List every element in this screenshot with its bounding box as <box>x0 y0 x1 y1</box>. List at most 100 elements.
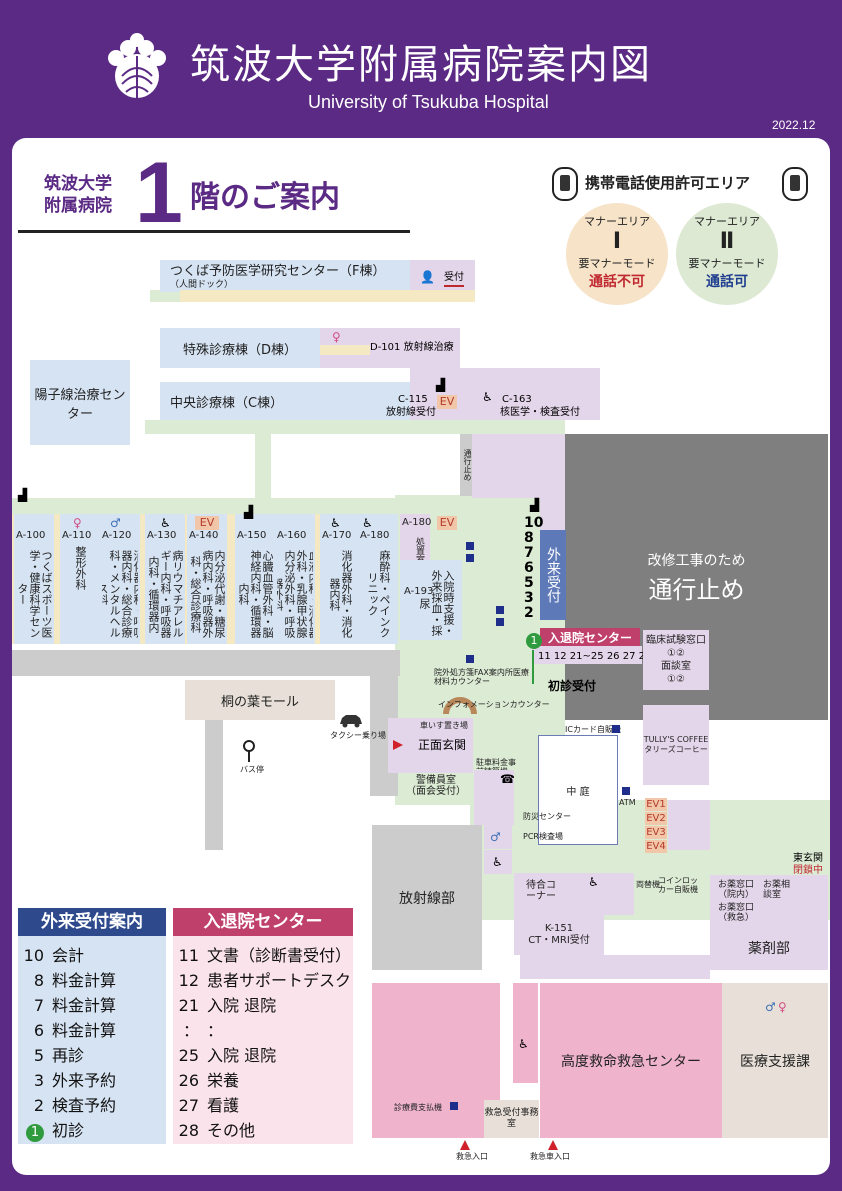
taxi-label: タクシー乗り場 <box>330 731 386 740</box>
counter-number: 3 <box>524 590 534 606</box>
courtyard: 中 庭 <box>538 735 618 845</box>
f-building: つくば予防医学研究センター（F棟） （人間ドック） <box>160 260 410 292</box>
f-corridor <box>180 290 475 302</box>
c-building: 中央診療棟（C棟） <box>160 382 410 420</box>
restroom-icon: 👤 <box>420 270 435 284</box>
pharmacy-label: 薬剤部 <box>748 941 790 957</box>
department-name-text: 心臓血管外科・脳神経内科・循環器内科 <box>237 550 273 638</box>
mobile-phone-icon <box>782 167 808 201</box>
bus-stop-label: バス停 <box>240 765 264 774</box>
closed-corridor: 通行止め <box>460 434 474 496</box>
c-building-label: 中央診療棟（C棟） <box>170 395 284 411</box>
counter-number: 2 <box>524 605 534 621</box>
manner-area-2-status: 通話可 <box>706 274 748 290</box>
construction-west <box>472 434 565 498</box>
restroom-icon: ♀ <box>778 1000 787 1014</box>
first-visit-label: 初診受付 <box>548 679 597 693</box>
atm-label: ATM <box>619 798 636 807</box>
manner-area-2-mode: 要マナーモード <box>688 257 766 270</box>
wheelchair-icon: ♿ <box>518 1037 529 1051</box>
pharmacy-consult: お薬相談室 <box>763 880 791 900</box>
a180b-no: A-180 <box>402 517 432 528</box>
department-name: 消化器外科・消化器内科 <box>322 546 358 642</box>
wheelchair-icon: ♿ <box>160 516 171 530</box>
ic-card-label: ICカード自販機 <box>565 725 621 734</box>
legend-row-label: 入院 退院 <box>207 996 277 1015</box>
stairs-icon: ▟ <box>436 378 446 392</box>
legend-row-num: 7 <box>33 996 44 1015</box>
main-entrance-label: 正面玄関 <box>418 738 467 752</box>
pharmacy-window-2: お薬窓口（救急） <box>718 903 755 923</box>
radiology-label: 放射線部 <box>399 890 455 907</box>
hospital-line1: 筑波大学 <box>44 174 112 194</box>
elevator: EV4 <box>645 840 667 853</box>
atm-marker <box>622 787 630 795</box>
pay-machine-marker <box>450 1102 458 1110</box>
phone-area-title: 携帯電話使用許可エリア <box>585 174 751 192</box>
department-number: A-100 <box>16 530 46 541</box>
d-corridor <box>320 345 370 355</box>
legend-row-label: 外来予約 <box>52 1071 117 1090</box>
legend-admission-title: 入退院センター <box>173 908 353 936</box>
construction-line2: 通行止め <box>648 575 745 604</box>
legend-row-label: ： <box>207 1021 224 1040</box>
elevator: EV1 <box>645 798 667 811</box>
page-title: 筑波大学附属病院案内図 <box>190 42 652 88</box>
info-counter-label: インフォメーションカウンター <box>438 700 550 709</box>
department-number: A-180 <box>360 530 390 541</box>
department-number: A-120 <box>102 530 132 541</box>
telephone-icon: ☎ <box>500 772 515 786</box>
department-name-text: つくばスポーツ医学・健康科学センター <box>16 550 52 638</box>
f-building-label: つくば予防医学研究センター（F棟） <box>170 264 386 279</box>
tullys-coffee: TULLY'S COFFEE タリーズコーヒー <box>643 705 709 785</box>
department-room <box>235 514 275 644</box>
legend-row-label: 料金計算 <box>52 971 117 990</box>
f-reception: 受付 <box>444 271 464 287</box>
legend-row-label: 栄養 <box>207 1071 240 1090</box>
legend-row-num: 27 <box>178 1096 199 1115</box>
mobile-phone-icon <box>552 167 578 201</box>
entrance-arrow-icon <box>393 740 403 750</box>
department-name-text: 消化器外科・消化器内科 <box>328 550 353 638</box>
department-name: 心臓血管外科・脳神経内科・循環器内科 <box>237 546 273 642</box>
ic-card-marker <box>612 725 620 733</box>
department-number: A-150 <box>237 530 267 541</box>
er-entrance-arrow-icon <box>460 1140 470 1150</box>
c163-label: C-163 <box>502 394 532 405</box>
wheelchair-storage: 車いす置き場 <box>420 721 468 730</box>
vending-area <box>540 498 565 532</box>
legend-row-label: 看護 <box>207 1096 240 1115</box>
manner-area-1-mode: 要マナーモード <box>578 257 656 270</box>
information-counter-icon <box>443 697 477 715</box>
legend-row-num: 8 <box>33 971 44 990</box>
legend-row-num: 6 <box>33 1021 44 1040</box>
pay-machine-marker <box>496 618 504 626</box>
c115-sub: 放射線受付 <box>386 407 436 418</box>
east-gate: 東玄関 <box>793 853 823 864</box>
radiology-department: 放射線部 <box>372 825 482 970</box>
department-number: A-140 <box>189 530 219 541</box>
manner-area-1-num: Ⅰ <box>612 229 622 254</box>
emergency-desk-label: 救急受付事務室 <box>484 1108 539 1129</box>
legend-row-num: ： <box>182 1021 199 1040</box>
department-room <box>320 514 360 644</box>
department-room <box>14 514 54 644</box>
legend-row-label: 患者サポートデスク <box>207 971 352 990</box>
emergency-center: 高度救命救急センター <box>540 983 722 1138</box>
manner-area-1-status: 通話不可 <box>589 274 645 290</box>
manner-area-1: マナーエリア Ⅰ 要マナーモード 通話不可 <box>566 203 668 305</box>
guard-room: 警備員室 （面会受付） <box>398 773 474 799</box>
department-name-text: 麻酔科・ペインクリニック <box>366 550 391 638</box>
legend-row-num: 10 <box>23 946 44 965</box>
legend-row-num: 11 <box>178 946 199 965</box>
legend-row: 27 看護 <box>173 1092 239 1116</box>
outpatient-reception: 外来受付 <box>540 530 566 620</box>
er-entrance: 救急入口 <box>456 1152 488 1161</box>
department-number: A-110 <box>62 530 92 541</box>
first-visit-mark: 1 <box>526 633 542 649</box>
stairs-icon: ▟ <box>18 488 28 502</box>
